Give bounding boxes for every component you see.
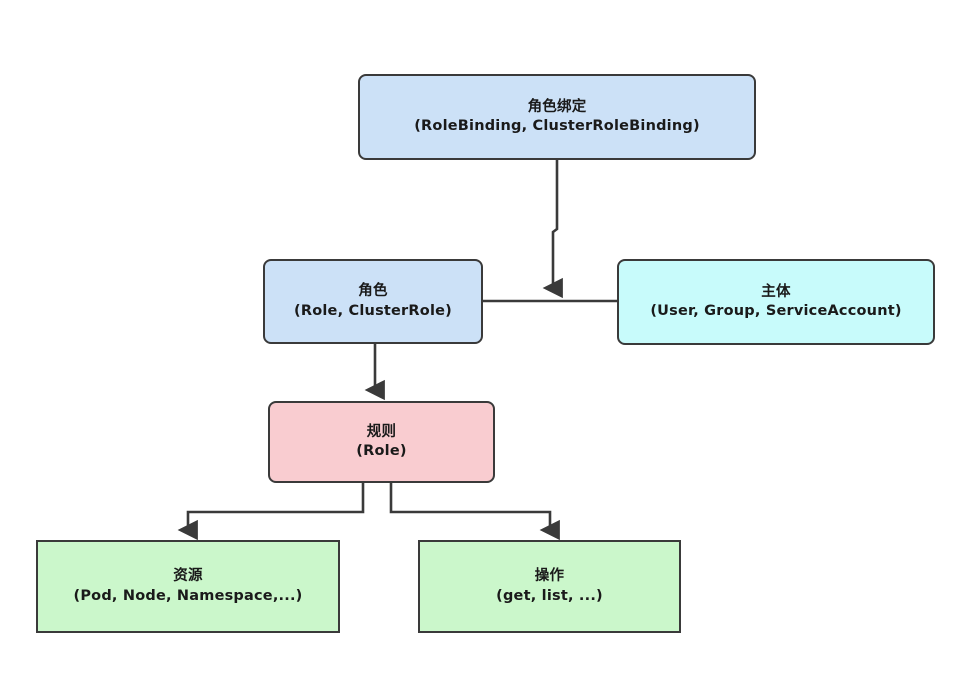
node-rules-subtitle: (Role) [356,443,407,459]
node-subject[interactable]: 主体 (User, Group, ServiceAccount) [617,259,935,345]
connector-rules-to-resources [177,483,365,541]
node-verbs[interactable]: 操作 (get, list, ...) [418,540,681,633]
node-resources-title: 资源 [173,568,203,585]
node-verbs-title: 操作 [534,568,565,585]
node-subject-title: 主体 [761,283,791,300]
node-role-binding-title: 角色绑定 [527,98,587,115]
node-verbs-subtitle: (get, list, ...) [496,587,603,604]
node-role[interactable]: 角色 (Role, ClusterRole) [263,259,483,344]
node-role-binding[interactable]: 角色绑定 (RoleBinding, ClusterRoleBinding) [358,74,756,160]
connector-rolebinding-to-link [542,160,563,299]
node-subject-subtitle: (User, Group, ServiceAccount) [650,303,902,319]
node-role-title: 角色 [358,283,388,300]
connector-rules-to-verbs [389,483,560,541]
node-rules[interactable]: 规则 (Role) [268,401,495,483]
node-resources[interactable]: 资源 (Pod, Node, Namespace,...) [36,540,340,633]
node-resources-subtitle: (Pod, Node, Namespace,...) [73,587,303,604]
node-role-subtitle: (Role, ClusterRole) [294,302,452,319]
node-role-binding-subtitle: (RoleBinding, ClusterRoleBinding) [414,118,700,134]
node-rules-title: 规则 [366,423,397,440]
